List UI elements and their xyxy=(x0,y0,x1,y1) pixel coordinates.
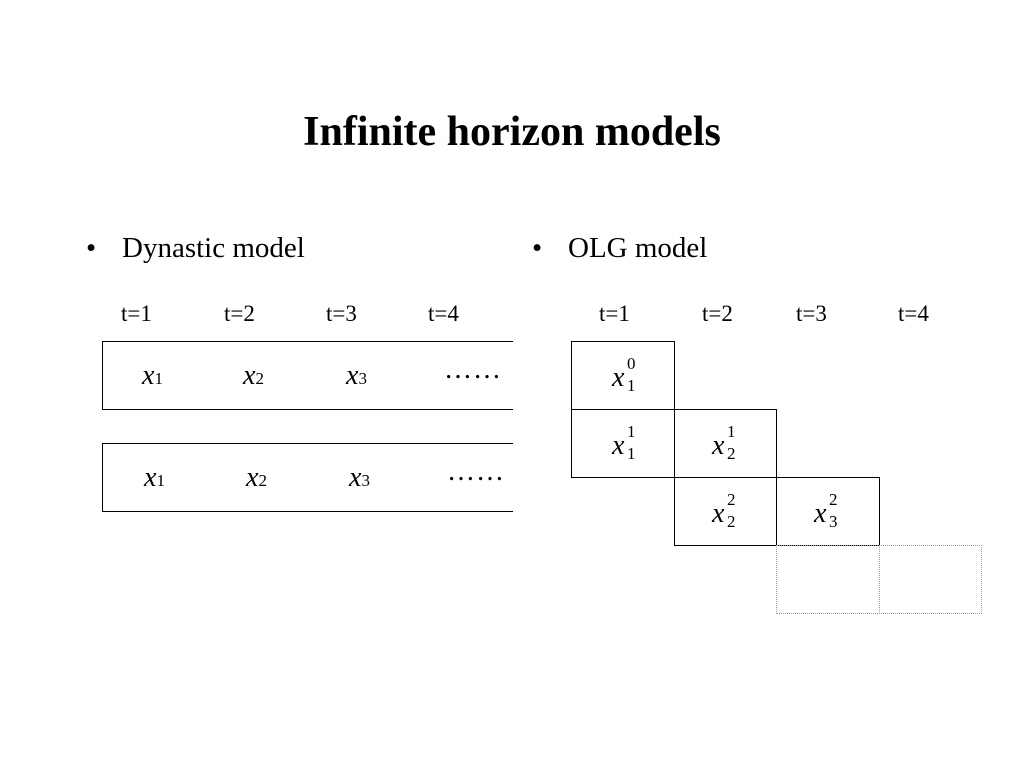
dynasty-row-2-var-3: x3 xyxy=(349,462,370,493)
dynasty-row-1-var-3: x3 xyxy=(346,360,367,391)
dynastic-time-label-2: t=2 xyxy=(224,301,255,326)
dynastic-time-label-4: t=4 xyxy=(428,301,459,326)
bullet-dynastic-label: Dynastic model xyxy=(122,232,305,264)
dynasty-row-1-var-2: x2 xyxy=(243,360,264,391)
olg-cell-gen3-t4-empty xyxy=(879,545,982,614)
dynasty-row-2-ellipsis: …… xyxy=(447,456,505,487)
dynasty-row-1-ellipsis: …… xyxy=(444,354,502,385)
dynasty-row-1 xyxy=(102,341,513,410)
bullet-dot: • xyxy=(86,232,97,264)
bullet-olg: • OLG model xyxy=(532,232,707,265)
dynastic-time-label-3: t=3 xyxy=(326,301,357,326)
olg-cell-gen1-t2 xyxy=(674,409,777,478)
olg-cell-gen3-t3-empty xyxy=(776,545,880,614)
olg-cell-gen2-t3 xyxy=(776,477,880,546)
olg-time-label-1: t=1 xyxy=(599,301,630,326)
olg-time-label-3: t=3 xyxy=(796,301,827,326)
dynasty-row-2-var-1: x1 xyxy=(144,462,165,493)
bullet-olg-label: OLG model xyxy=(568,232,708,264)
dynasty-row-1-var-1: x1 xyxy=(142,360,163,391)
bullet-dynastic: • Dynastic model xyxy=(86,232,305,265)
dynastic-time-label-1: t=1 xyxy=(121,301,152,326)
dynasty-row-2-var-2: x2 xyxy=(246,462,267,493)
olg-time-label-2: t=2 xyxy=(702,301,733,326)
olg-cell-gen2-t2 xyxy=(674,477,777,546)
bullet-dot: • xyxy=(532,232,543,264)
dynasty-row-2 xyxy=(102,443,513,512)
olg-time-label-4: t=4 xyxy=(898,301,929,326)
slide-title: Infinite horizon models xyxy=(303,109,721,155)
